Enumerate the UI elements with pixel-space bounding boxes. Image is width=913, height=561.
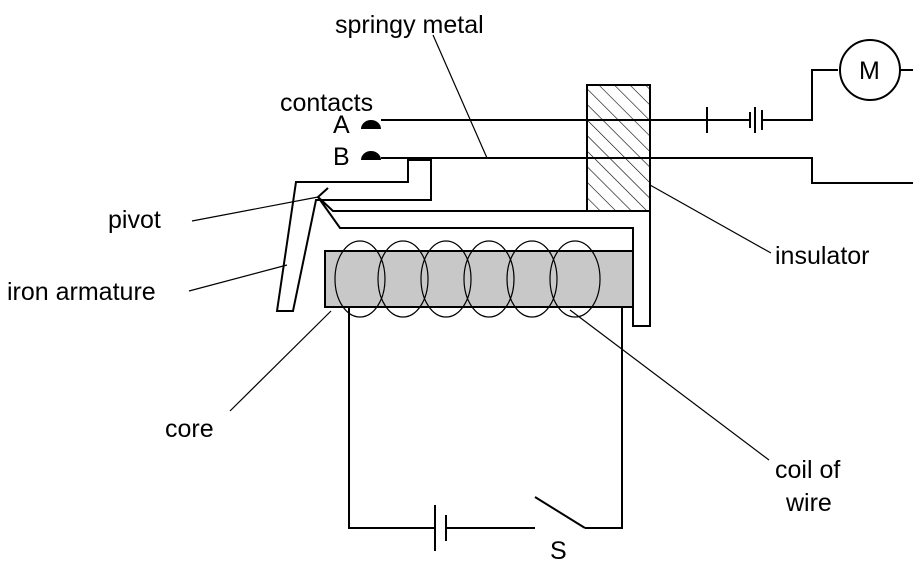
label-insulator: insulator [775,242,870,270]
switch-s [534,496,586,529]
contact-a [361,120,381,129]
label-contact-a: A [333,111,350,139]
label-coil-line1: coil of [775,456,840,484]
core [324,250,634,308]
leader-lines [188,34,772,461]
label-switch-s: S [550,537,567,561]
label-iron-armature: iron armature [7,278,156,306]
label-contacts: contacts [280,89,373,117]
coil-circuit [348,307,623,529]
label-motor: M [859,57,880,85]
label-coil-line2: wire [785,489,832,517]
springy-metal-strip [381,157,913,184]
label-pivot: pivot [108,206,161,234]
contact-b [361,151,381,160]
label-springy-metal: springy metal [335,11,484,39]
label-contact-b: B [333,143,350,171]
coil-of-wire [334,240,601,318]
insulator-block [586,84,651,212]
wire-a [381,69,838,133]
label-core: core [165,415,214,443]
iron-armature [275,159,432,312]
